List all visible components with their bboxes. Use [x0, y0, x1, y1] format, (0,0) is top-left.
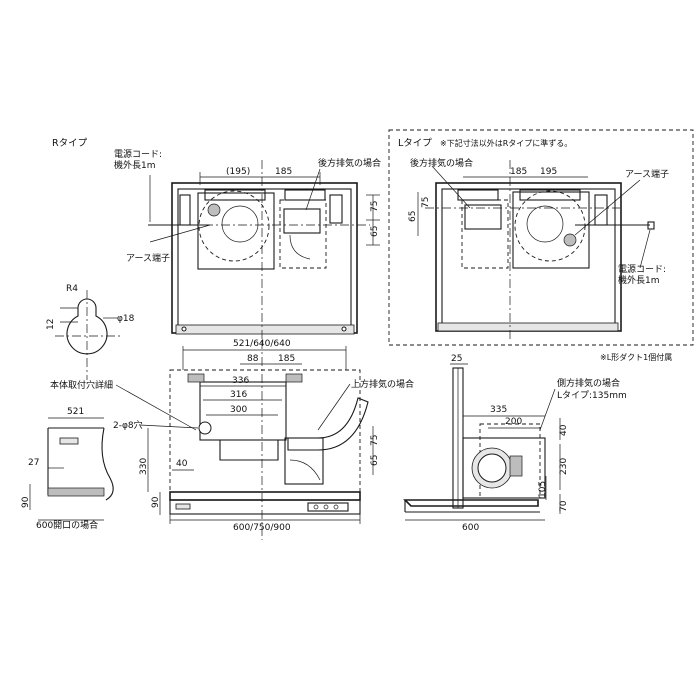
front-dim-330: 330	[139, 458, 149, 475]
l-dim-75: 75	[421, 197, 431, 208]
mounting-hole-detail: R4 12 φ18 本体取付穴詳細	[46, 284, 197, 431]
side-view: ※L形ダクト1個付属 25 側方排気の場合 Lタイプ:135mm 335 200…	[403, 352, 672, 533]
side-dim-335: 335	[490, 405, 507, 415]
l-power-cord-length: 機外長1m	[618, 274, 660, 286]
hole-dim-12: 12	[46, 319, 56, 330]
r-dim-185: 185	[275, 167, 292, 177]
l-dim-185: 185	[510, 167, 527, 177]
side-duct-note: ※L形ダクト1個付属	[600, 352, 672, 362]
r-power-cord-label: 電源コード:	[114, 149, 162, 160]
side-l-type-dim: Lタイプ:135mm	[557, 390, 627, 401]
r-type-title: Rタイプ	[52, 138, 88, 149]
l-type-plan: Lタイプ ※下記寸法以外はRタイプに準ずる。 後方排気の場合 185 195 ア…	[388, 129, 694, 346]
r-type-plan: Rタイプ 電源コード: 機外長1m 後方排気の場合 (195) 185 アース端…	[52, 138, 381, 340]
hole-r4: R4	[66, 284, 78, 294]
hole-detail-label: 本体取付穴詳細	[50, 379, 113, 391]
r-dim-195: (195)	[226, 167, 250, 177]
opening-label: 600開口の場合	[36, 519, 98, 531]
opening-600-view: 521 27 90 600開口の場合	[21, 407, 114, 531]
l-type-note: ※下記寸法以外はRタイプに準ずる。	[440, 138, 572, 148]
l-fan-circle	[514, 190, 586, 262]
r-rear-exhaust-label: 後方排気の場合	[318, 157, 381, 169]
front-body-bottom	[169, 491, 361, 501]
side-dim-200: 200	[505, 417, 522, 427]
front-dim-336: 336	[232, 376, 249, 386]
side-dim-600: 600	[462, 523, 479, 533]
r-fan-circle	[198, 190, 270, 262]
front-view: 521/640/640 88 185 336 316 300 2-φ8穴	[113, 339, 414, 540]
hole-phi18: φ18	[117, 314, 135, 324]
side-dim-105: 105	[538, 481, 548, 498]
l-rear-exhaust-label: 後方排気の場合	[410, 157, 473, 169]
l-dim-65: 65	[408, 211, 418, 222]
side-dim-40: 40	[559, 424, 569, 436]
front-dim-88: 88	[247, 354, 259, 364]
opening-dim-27: 27	[28, 458, 39, 468]
side-dim-25: 25	[451, 354, 462, 364]
r-earth-terminal-label: アース端子	[126, 252, 170, 264]
front-dim-185: 185	[278, 354, 295, 364]
side-dim-70: 70	[559, 500, 569, 512]
front-dim-40: 40	[176, 459, 188, 469]
front-holes-label: 2-φ8穴	[113, 419, 143, 431]
side-exhaust-label: 側方排気の場合	[557, 377, 620, 389]
l-power-cord-label: 電源コード:	[618, 264, 666, 275]
keyhole-shape	[66, 298, 108, 355]
r-dim-65: 65	[370, 226, 380, 237]
front-dim-316: 316	[230, 390, 247, 400]
opening-dim-521: 521	[67, 407, 84, 417]
front-dim-75: 75	[370, 435, 380, 446]
r-body-outline	[171, 182, 358, 334]
front-dim-90: 90	[151, 496, 161, 508]
l-type-title: Lタイプ	[398, 138, 432, 149]
front-housing-outline	[169, 369, 361, 493]
r-power-cord-length: 機外長1m	[114, 159, 156, 171]
r-dim-75: 75	[370, 201, 380, 212]
front-dim-65: 65	[370, 455, 380, 466]
side-dim-230: 230	[559, 458, 569, 475]
front-dim-300: 300	[230, 405, 247, 415]
l-earth-terminal-label: アース端子	[625, 168, 669, 180]
l-dim-195: 195	[540, 167, 557, 177]
front-top-exhaust-label: 上方排気の場合	[351, 378, 414, 390]
front-dim-width-bottom: 600/750/900	[233, 523, 291, 533]
opening-dim-90: 90	[21, 496, 31, 508]
